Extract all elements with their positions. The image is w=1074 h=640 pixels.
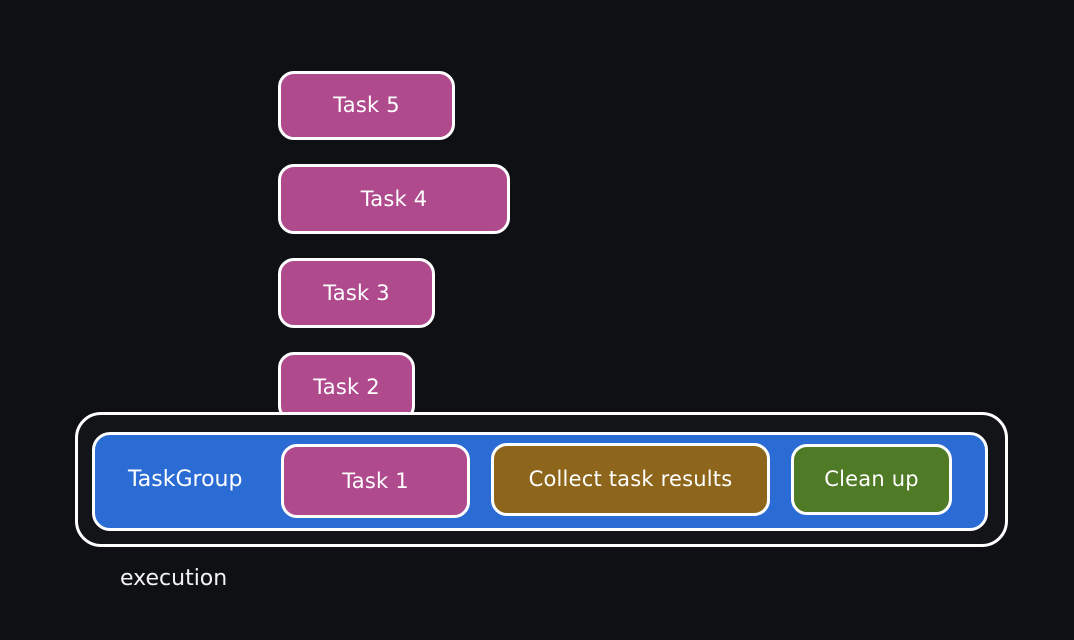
task-node-collect-task-results: Collect task results: [491, 443, 770, 516]
taskgroup-label: TaskGroup: [128, 467, 243, 492]
task-node-task-5: Task 5: [278, 71, 455, 140]
execution-label: execution: [120, 566, 228, 591]
task-node-task-2: Task 2: [278, 352, 415, 422]
task-node-task-4: Task 4: [278, 164, 510, 234]
task-node-clean-up: Clean up: [791, 444, 952, 515]
task-node-task-3: Task 3: [278, 258, 435, 328]
task-node-task-1: Task 1: [281, 444, 470, 518]
